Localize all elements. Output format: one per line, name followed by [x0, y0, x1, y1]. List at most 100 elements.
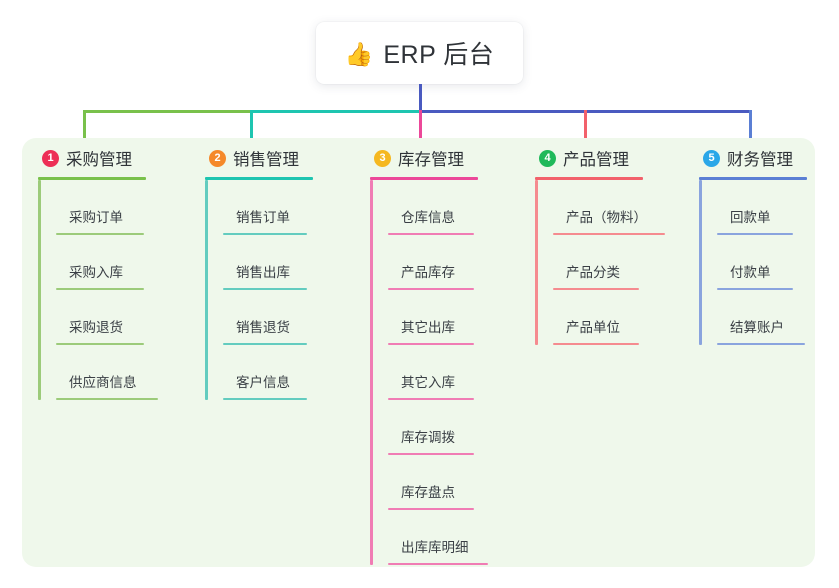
leaf-item[interactable]: 产品（物料） — [553, 180, 695, 235]
leaf-spine-3 — [370, 180, 373, 565]
branch-badge-5: 5 — [703, 149, 720, 167]
leaf-rule — [717, 233, 793, 235]
leaf-rule — [56, 233, 144, 235]
leaf-label: 出库库明细 — [401, 540, 469, 555]
leaf-list-4: 产品（物料） 产品分类 产品单位 — [535, 180, 695, 345]
branch-header-5[interactable]: 5 财务管理 — [699, 146, 839, 170]
leaf-rule — [388, 508, 474, 510]
leaf-item[interactable]: 销售退货 — [223, 290, 355, 345]
branch-column-3: 3 库存管理 仓库信息 产品库存 其它出库 其它入库 库存调拨 — [370, 146, 520, 565]
leaf-label: 采购入库 — [69, 265, 123, 280]
leaf-item[interactable]: 客户信息 — [223, 345, 355, 400]
leaf-spine-4 — [535, 180, 538, 345]
bus-segment-1 — [83, 110, 252, 113]
leaf-list-5: 回款单 付款单 结算账户 — [699, 180, 839, 345]
branch-header-1[interactable]: 1 采购管理 — [38, 146, 188, 170]
leaf-item[interactable]: 采购订单 — [56, 180, 188, 235]
leaf-spine-5 — [699, 180, 702, 345]
leaf-item[interactable]: 产品单位 — [553, 290, 695, 345]
leaf-rule — [223, 288, 307, 290]
leaf-rule — [388, 233, 474, 235]
leaf-item[interactable]: 其它入库 — [388, 345, 520, 400]
leaf-label: 产品库存 — [401, 265, 455, 280]
root-node-card[interactable]: 👍 ERP 后台 — [316, 22, 523, 84]
leaf-label: 结算账户 — [730, 320, 784, 335]
branch-header-4[interactable]: 4 产品管理 — [535, 146, 695, 170]
leaf-label: 库存调拨 — [401, 430, 455, 445]
branch-rule-3 — [370, 177, 478, 180]
leaf-item[interactable]: 产品库存 — [388, 235, 520, 290]
leaf-label: 仓库信息 — [401, 210, 455, 225]
leaf-rule — [388, 343, 474, 345]
leaf-rule — [223, 343, 307, 345]
leaf-label: 库存盘点 — [401, 485, 455, 500]
leaf-rule — [388, 398, 474, 400]
leaf-rule — [388, 288, 474, 290]
leaf-list-2: 销售订单 销售出库 销售退货 客户信息 — [205, 180, 355, 400]
leaf-label: 客户信息 — [236, 375, 290, 390]
leaf-item[interactable]: 回款单 — [717, 180, 839, 235]
leaf-item[interactable]: 采购入库 — [56, 235, 188, 290]
branch-column-1: 1 采购管理 采购订单 采购入库 采购退货 供应商信息 — [38, 146, 188, 400]
drop-connector-5 — [749, 110, 752, 142]
leaf-spine-1 — [38, 180, 41, 400]
branch-badge-3: 3 — [374, 149, 391, 167]
leaf-rule — [553, 288, 639, 290]
leaf-item[interactable]: 销售订单 — [223, 180, 355, 235]
bus-segment-3 — [419, 110, 586, 113]
leaf-item[interactable]: 销售出库 — [223, 235, 355, 290]
leaf-label: 回款单 — [730, 210, 771, 225]
leaf-rule — [717, 343, 805, 345]
root-node-title: ERP 后台 — [383, 41, 495, 69]
leaf-rule — [388, 563, 488, 565]
branch-title-4: 产品管理 — [563, 151, 629, 169]
leaf-label: 产品分类 — [566, 265, 620, 280]
leaf-label: 供应商信息 — [69, 375, 137, 390]
branch-header-2[interactable]: 2 销售管理 — [205, 146, 355, 170]
leaf-rule — [717, 288, 793, 290]
leaf-rule — [553, 233, 665, 235]
bus-segment-2 — [250, 110, 421, 113]
drop-connector-3 — [419, 110, 422, 142]
branch-column-4: 4 产品管理 产品（物料） 产品分类 产品单位 — [535, 146, 695, 345]
leaf-label: 产品单位 — [566, 320, 620, 335]
leaf-rule — [223, 233, 307, 235]
branch-title-2: 销售管理 — [233, 151, 299, 169]
leaf-item[interactable]: 结算账户 — [717, 290, 839, 345]
drop-connector-1 — [83, 110, 86, 142]
leaf-label: 销售出库 — [236, 265, 290, 280]
leaf-label: 销售订单 — [236, 210, 290, 225]
leaf-item[interactable]: 仓库信息 — [388, 180, 520, 235]
branch-badge-1: 1 — [42, 149, 59, 167]
leaf-label: 采购退货 — [69, 320, 123, 335]
leaf-list-1: 采购订单 采购入库 采购退货 供应商信息 — [38, 180, 188, 400]
leaf-rule — [553, 343, 639, 345]
branch-header-3[interactable]: 3 库存管理 — [370, 146, 520, 170]
leaf-label: 其它入库 — [401, 375, 455, 390]
branch-column-2: 2 销售管理 销售订单 销售出库 销售退货 客户信息 — [205, 146, 355, 400]
branch-title-3: 库存管理 — [398, 151, 464, 169]
branch-rule-1 — [38, 177, 146, 180]
branch-rule-2 — [205, 177, 313, 180]
leaf-spine-2 — [205, 180, 208, 400]
leaf-list-3: 仓库信息 产品库存 其它出库 其它入库 库存调拨 库存盘点 — [370, 180, 520, 565]
leaf-label: 采购订单 — [69, 210, 123, 225]
leaf-item[interactable]: 付款单 — [717, 235, 839, 290]
leaf-item[interactable]: 其它出库 — [388, 290, 520, 345]
branch-badge-2: 2 — [209, 149, 226, 167]
leaf-label: 付款单 — [730, 265, 771, 280]
leaf-rule — [223, 398, 307, 400]
branch-title-1: 采购管理 — [66, 151, 132, 169]
bus-segment-4 — [584, 110, 752, 113]
leaf-item[interactable]: 产品分类 — [553, 235, 695, 290]
leaf-item[interactable]: 库存调拨 — [388, 400, 520, 455]
leaf-item[interactable]: 采购退货 — [56, 290, 188, 345]
leaf-label: 销售退货 — [236, 320, 290, 335]
leaf-item[interactable]: 库存盘点 — [388, 455, 520, 510]
branch-rule-4 — [535, 177, 643, 180]
leaf-label: 其它出库 — [401, 320, 455, 335]
leaf-item[interactable]: 供应商信息 — [56, 345, 188, 400]
leaf-item[interactable]: 出库库明细 — [388, 510, 520, 565]
branches-panel — [22, 138, 815, 567]
